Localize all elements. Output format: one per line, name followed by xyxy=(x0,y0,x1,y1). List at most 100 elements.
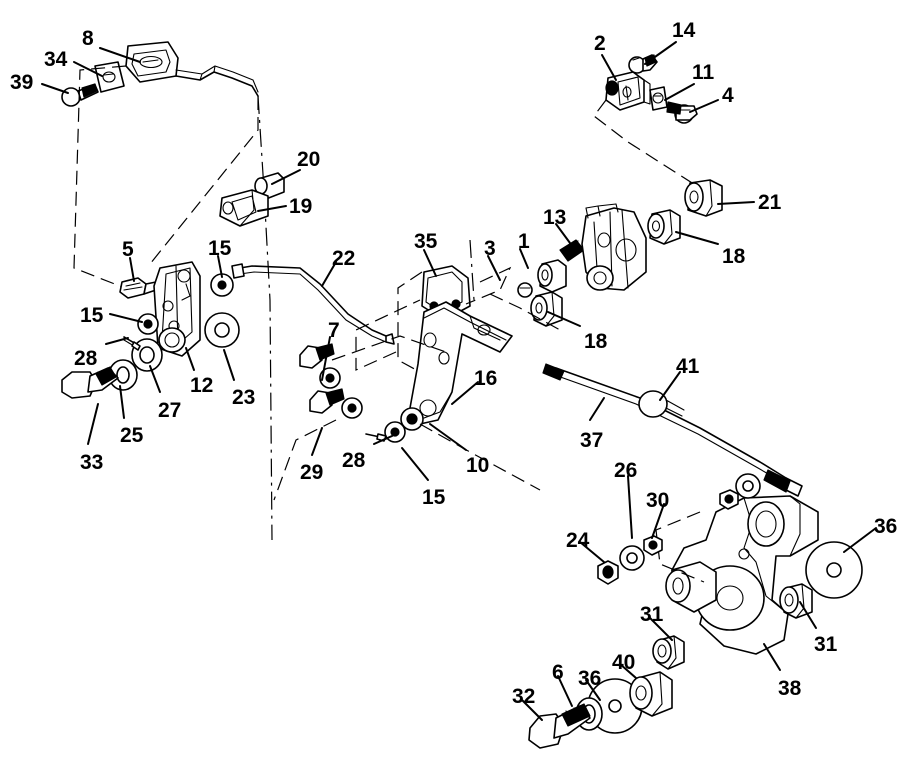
dash-bolt-up xyxy=(331,335,447,361)
callout-number-19: 19 xyxy=(289,195,313,218)
callout-leader-16 xyxy=(451,381,479,405)
callout-number-35: 35 xyxy=(414,230,438,253)
callout-leader-14 xyxy=(644,41,677,65)
callout-number-31: 31 xyxy=(814,633,838,656)
callout-leader-41 xyxy=(659,371,681,401)
callout-leader-4 xyxy=(689,99,719,113)
part-38-housing xyxy=(665,495,819,655)
dash-part35 xyxy=(397,271,423,373)
callout-leader-37 xyxy=(589,397,605,421)
part-16-arm xyxy=(409,301,513,425)
part-24-nut xyxy=(597,560,619,585)
dash-link-a xyxy=(465,266,512,305)
callout-leader-10 xyxy=(429,423,467,451)
callout-number-20: 20 xyxy=(297,148,321,171)
callout-leader-15 xyxy=(109,313,143,323)
callout-leader-33 xyxy=(87,403,99,445)
part-40-spacer xyxy=(629,671,673,717)
part-12-bracket xyxy=(153,261,201,357)
callout-number-26: 26 xyxy=(614,459,638,482)
callout-leader-20 xyxy=(271,169,301,185)
callout-leader-22 xyxy=(321,261,337,287)
callout-number-25: 25 xyxy=(120,424,144,447)
part-21-bushing xyxy=(684,179,723,217)
part-10-washer xyxy=(400,407,424,431)
callout-number-7: 7 xyxy=(328,319,340,342)
part-19-bracket xyxy=(219,189,269,227)
callout-leader-35 xyxy=(423,249,437,277)
callout-leader-27 xyxy=(149,365,161,393)
part-29-bolt-lower xyxy=(309,388,345,414)
callout-leader-34 xyxy=(73,61,103,77)
callout-number-40: 40 xyxy=(612,651,636,674)
dash-vert-3 xyxy=(469,239,475,301)
callout-number-24: 24 xyxy=(566,529,590,552)
part-4-bolt xyxy=(666,101,698,124)
part-7-washer-lower xyxy=(341,397,363,419)
callout-leader-31 xyxy=(799,601,817,629)
dash-arm-box xyxy=(355,299,421,371)
part-33-bolt xyxy=(61,366,119,399)
callout-number-15: 15 xyxy=(80,304,104,327)
callout-number-18: 18 xyxy=(722,245,746,268)
callout-number-38: 38 xyxy=(778,677,802,700)
dash-lower-left xyxy=(273,419,337,501)
callout-number-18: 18 xyxy=(584,330,608,353)
callout-leader-12 xyxy=(185,347,195,371)
callout-leader-36 xyxy=(843,527,877,553)
assembly-dash-topright xyxy=(593,99,701,189)
part-15-washer-b xyxy=(137,313,159,335)
callout-number-15: 15 xyxy=(208,237,232,260)
assembly-dash-diag xyxy=(149,96,259,265)
part-27-washer xyxy=(131,338,163,372)
callout-leader-2 xyxy=(601,54,617,81)
part-22-cable xyxy=(231,263,395,345)
callout-leader-28 xyxy=(105,337,129,345)
part-34-plate xyxy=(94,61,125,93)
callout-number-36: 36 xyxy=(874,515,898,538)
callout-leader-5 xyxy=(129,257,135,282)
part-14-fitting xyxy=(628,54,658,74)
part-41-swivel xyxy=(638,390,685,418)
callout-number-34: 34 xyxy=(44,48,68,71)
callout-number-12: 12 xyxy=(190,374,214,397)
callout-leader-29 xyxy=(311,427,323,456)
callout-number-39: 39 xyxy=(10,71,34,94)
callout-number-22: 22 xyxy=(332,247,356,270)
part-31-bushing-left xyxy=(652,635,685,670)
callout-leader-8 xyxy=(99,47,141,63)
part-30-nut-upper xyxy=(719,489,739,510)
callout-leader-30 xyxy=(651,503,665,539)
callout-number-37: 37 xyxy=(580,429,604,452)
callout-leader-23 xyxy=(223,349,235,381)
assembly-dash-left xyxy=(73,65,131,291)
callout-number-27: 27 xyxy=(158,399,182,422)
part-7-washer-upper xyxy=(319,367,341,389)
part-28-cotter-pin-a xyxy=(123,336,141,351)
part-26-washer-lower xyxy=(619,545,645,571)
callout-number-29: 29 xyxy=(300,461,324,484)
part-1-sleeve xyxy=(537,259,567,293)
callout-number-14: 14 xyxy=(672,19,696,42)
part-23-washer xyxy=(204,312,240,348)
callout-leader-38 xyxy=(763,643,781,671)
callout-number-2: 2 xyxy=(594,32,606,55)
part-5-clip xyxy=(119,277,157,299)
callout-number-16: 16 xyxy=(474,367,498,390)
callout-number-28: 28 xyxy=(342,449,366,472)
callout-number-30: 30 xyxy=(646,489,670,512)
callout-leader-18 xyxy=(547,311,581,327)
callout-leader-7 xyxy=(321,336,331,381)
dash-arm-down xyxy=(419,423,541,491)
callout-number-21: 21 xyxy=(758,191,782,214)
callout-number-33: 33 xyxy=(80,451,104,474)
part-25-washer xyxy=(108,359,138,391)
callout-number-36: 36 xyxy=(578,667,602,690)
callout-leader-24 xyxy=(579,541,605,563)
callout-leader-28 xyxy=(373,435,393,445)
callout-number-5: 5 xyxy=(122,238,134,261)
callout-leader-15 xyxy=(401,447,429,481)
part-26-washer-upper xyxy=(735,473,761,499)
callout-leader-13 xyxy=(555,223,571,244)
